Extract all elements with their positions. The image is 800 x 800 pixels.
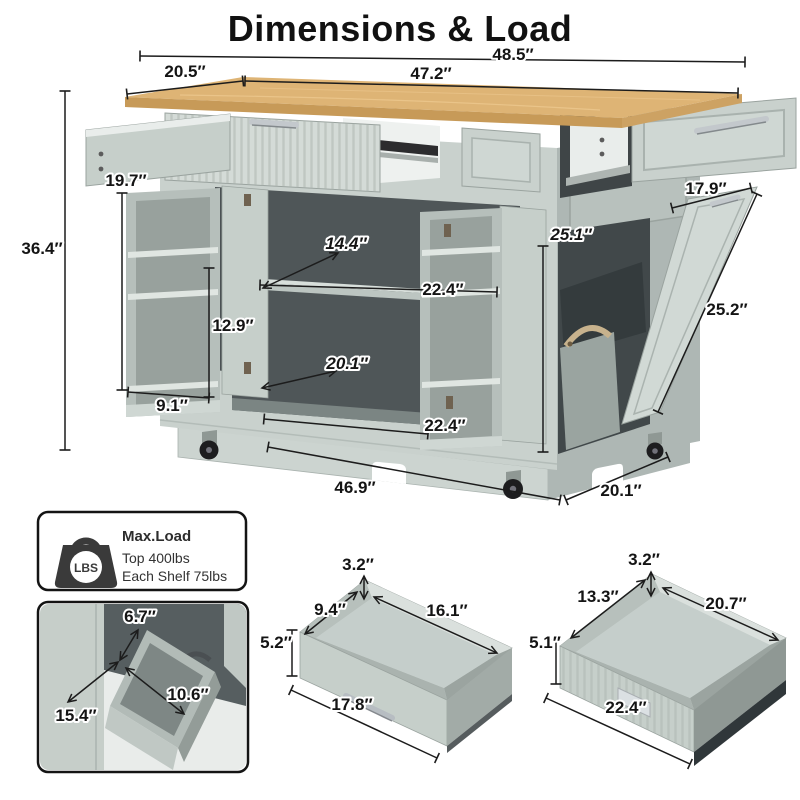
dim-bin-top-width: 6.7″ bbox=[119, 605, 158, 662]
dim-label: 46.9″ bbox=[334, 478, 375, 497]
dim-label: 22.4″ bbox=[605, 698, 646, 717]
dim-label: 15.4″ bbox=[55, 706, 96, 725]
dim-label: 20.1″ bbox=[600, 481, 641, 500]
right-door-rack bbox=[420, 205, 547, 450]
drawer-handle-icon bbox=[249, 119, 299, 128]
load-badge-title: Max.Load bbox=[122, 528, 191, 545]
tilt-bin-detail: 6.7″ 15.4″ 10.6″ bbox=[36, 600, 250, 774]
dim-ld-inner-depth: 13.3″ bbox=[569, 578, 647, 640]
dim-label: 9.1″ bbox=[156, 396, 188, 415]
dim-sd-outer-height: 5.2″ bbox=[258, 629, 298, 677]
dim-sd-inner-depth: 9.4″ bbox=[303, 590, 359, 636]
dim-left-door-width: 9.1″ bbox=[126, 386, 211, 417]
tilt-bin-photo bbox=[40, 604, 246, 770]
bin-strap-handle bbox=[563, 325, 613, 348]
dim-countertop-depth: 20.5″ bbox=[125, 60, 245, 100]
load-badge: LBS Max.Load Top 400lbs Each Shelf 75lbs bbox=[36, 510, 248, 592]
dim-sd-wall-height: 3.2″ bbox=[340, 553, 376, 601]
dim-label: 22.4″ bbox=[422, 280, 463, 299]
detail-bin-side bbox=[178, 672, 221, 762]
load-badge-shelf: Each Shelf 75lbs bbox=[122, 568, 227, 584]
weight-icon-label: LBS bbox=[74, 561, 98, 575]
dim-overall-height: 36.4″ bbox=[19, 90, 71, 451]
hinge-icon bbox=[446, 396, 453, 409]
dim-label: 6.7″ bbox=[124, 607, 156, 626]
dim-base-depth: 20.1″ bbox=[563, 451, 671, 506]
caster-wheel-icon bbox=[646, 432, 664, 460]
dim-label: 20.7″ bbox=[705, 594, 746, 613]
dim-trash-opening-height: 25.1″ bbox=[537, 223, 594, 453]
dim-lower-shelf-depth: 20.1″ bbox=[260, 352, 370, 391]
left-side-drawer bbox=[85, 113, 231, 187]
trash-bin bbox=[560, 332, 620, 450]
dim-label: 5.1″ bbox=[529, 633, 561, 652]
dim-label: 5.2″ bbox=[260, 633, 292, 652]
dim-label: 20.1″ bbox=[325, 354, 368, 373]
dim-label: 12.9″ bbox=[212, 316, 253, 335]
dim-top-total-width: 48.5″ bbox=[139, 43, 746, 68]
drawer-handle-icon bbox=[694, 116, 769, 134]
hinge-icon bbox=[244, 194, 251, 206]
screw-icon bbox=[98, 151, 104, 157]
dimension-annotations: 48.5″ 47.2″ 20.5″ 36.4″ 19.7″ 12.9″ 9.1″… bbox=[19, 43, 763, 506]
screw-icon bbox=[599, 137, 605, 143]
dim-shelf-width: 22.4″ bbox=[259, 278, 498, 301]
dim-label: 17.8″ bbox=[331, 695, 372, 714]
dim-label: 47.2″ bbox=[410, 64, 451, 83]
page-title: Dimensions & Load bbox=[227, 8, 573, 49]
drawer-glide-rail bbox=[566, 165, 630, 186]
plinth-arch bbox=[372, 461, 406, 484]
dim-label: 14.4″ bbox=[325, 234, 367, 253]
detail-bin-front bbox=[105, 706, 178, 770]
dim-label: 19.7″ bbox=[105, 171, 146, 190]
dim-left-rack-height: 12.9″ bbox=[203, 267, 256, 398]
dim-label: 13.3″ bbox=[577, 587, 618, 606]
dim-ld-inner-length: 20.7″ bbox=[661, 586, 780, 642]
left-door-rack bbox=[126, 185, 269, 417]
weight-lbs-icon: LBS bbox=[54, 537, 118, 588]
dim-label: 25.1″ bbox=[549, 225, 592, 244]
dim-label: 20.5″ bbox=[164, 62, 205, 81]
dim-label: 16.1″ bbox=[426, 601, 467, 620]
dim-ld-outer-height: 5.1″ bbox=[527, 631, 563, 685]
caster-wheel-icon bbox=[199, 430, 219, 460]
large-drawer-detail: 3.2″ 13.3″ 20.7″ 5.1″ 22.4″ bbox=[527, 548, 787, 770]
dim-label: 9.4″ bbox=[314, 600, 346, 619]
dim-trash-door-length: 25.2″ bbox=[652, 190, 763, 416]
hinge-icon bbox=[244, 362, 251, 374]
screw-icon bbox=[98, 166, 104, 172]
dim-label: 3.2″ bbox=[342, 555, 374, 574]
dim-sd-outer-length: 17.8″ bbox=[287, 684, 441, 764]
dim-label: 22.4″ bbox=[424, 416, 465, 435]
right-side-drawer bbox=[631, 97, 797, 183]
drawer-glide-rail bbox=[378, 140, 438, 156]
screw-icon bbox=[599, 151, 605, 157]
dim-bin-diagonal: 10.6″ bbox=[124, 666, 211, 716]
dim-ld-wall-height: 3.2″ bbox=[626, 548, 662, 598]
dim-label: 36.4″ bbox=[21, 239, 62, 258]
front-right-drawer-panel bbox=[461, 127, 541, 193]
dim-base-width: 46.9″ bbox=[266, 441, 562, 506]
small-drawer-detail: 3.2″ 9.4″ 16.1″ 5.2″ 17.8″ bbox=[258, 553, 513, 764]
strap-rivet bbox=[567, 341, 573, 347]
dim-left-door-height: 19.7″ bbox=[103, 169, 149, 391]
hinge-icon bbox=[444, 224, 451, 237]
dim-label: 48.5″ bbox=[492, 45, 533, 64]
load-badge-top: Top 400lbs bbox=[122, 550, 190, 566]
dim-sd-inner-length: 16.1″ bbox=[372, 595, 499, 655]
dim-bin-door-height: 15.4″ bbox=[53, 660, 120, 727]
dim-ld-outer-length: 22.4″ bbox=[542, 692, 694, 770]
dim-countertop-length: 47.2″ bbox=[244, 62, 739, 99]
right-drawer-box bbox=[570, 110, 628, 184]
dim-label: 3.2″ bbox=[628, 550, 660, 569]
dim-label: 25.2″ bbox=[706, 300, 747, 319]
dim-label: 17.9″ bbox=[685, 179, 726, 198]
caster-wheel-icon bbox=[503, 470, 523, 499]
dim-lower-shelf-width: 22.4″ bbox=[262, 413, 468, 440]
dim-label: 10.6″ bbox=[167, 685, 208, 704]
